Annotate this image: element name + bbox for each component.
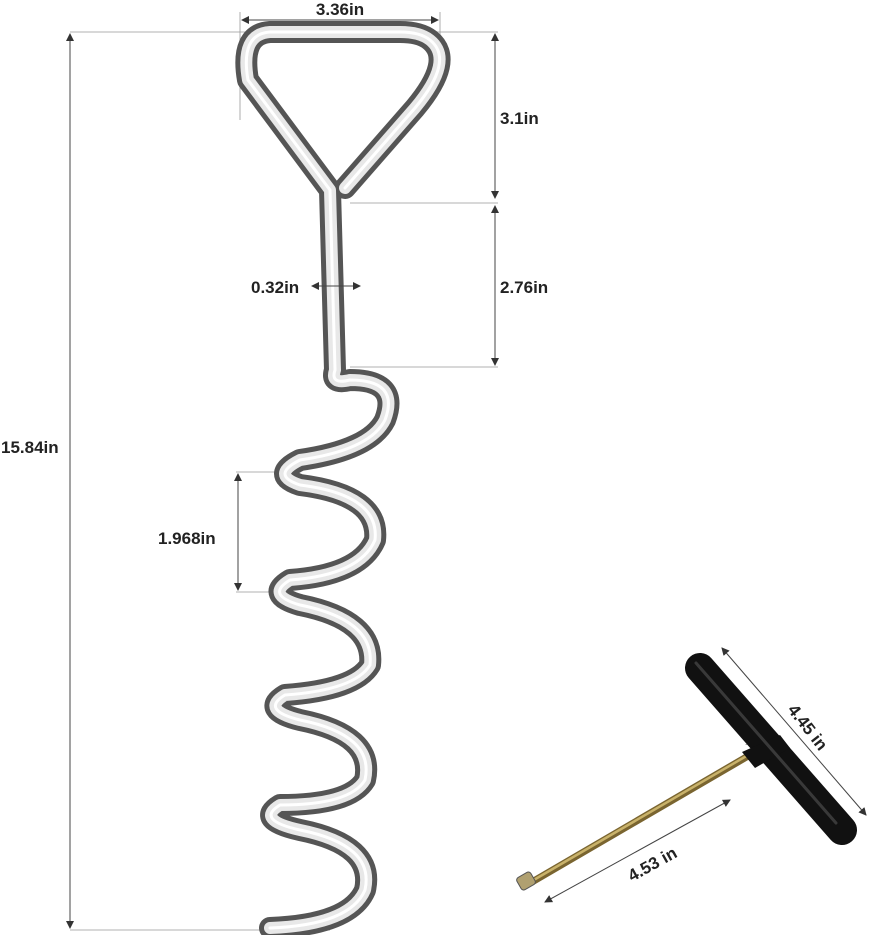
ground-stake bbox=[235, 21, 451, 935]
shaft-diameter-label: 0.32in bbox=[251, 278, 299, 297]
loop-width-label: 3.36in bbox=[316, 0, 364, 19]
dimension-lines bbox=[66, 16, 867, 929]
total-length-label: 15.84in bbox=[1, 438, 59, 457]
shaft-length-label: 2.76in bbox=[500, 278, 548, 297]
loop-height-label: 3.1in bbox=[500, 109, 539, 128]
handle-shaft-length-label: 4.53 in bbox=[625, 843, 680, 885]
spiral-pitch-label: 1.968in bbox=[158, 529, 216, 548]
t-handle-tool bbox=[516, 653, 857, 891]
